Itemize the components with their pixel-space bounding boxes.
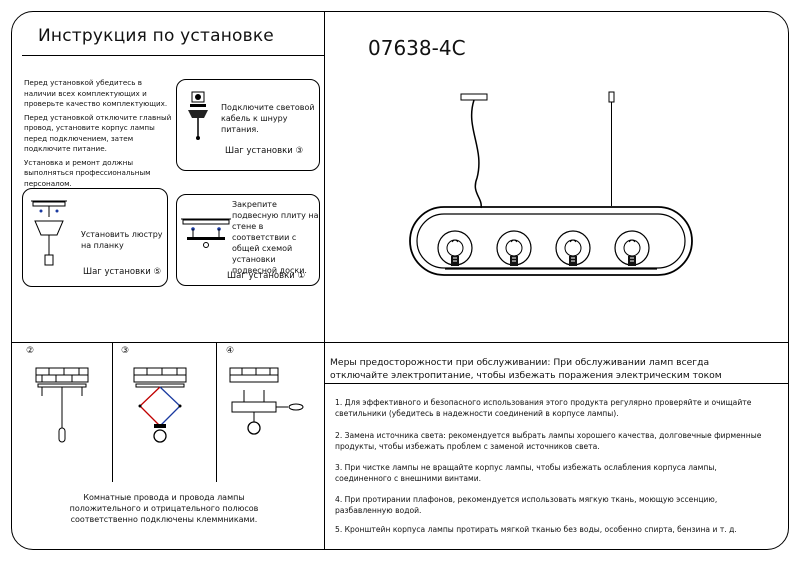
diagram-marker-3: ③ <box>121 346 130 356</box>
product-drawing <box>409 91 693 276</box>
intro-p3: Установка и ремонт должны выполняться пр… <box>24 157 151 188</box>
page-title: Инструкция по установке <box>38 26 274 46</box>
bulb-4 <box>614 230 650 266</box>
diagram-marker-2: ② <box>26 346 35 356</box>
bulb-3 <box>555 230 591 266</box>
wiring-note: Комнатные провода и провода лампы положи… <box>69 493 259 524</box>
step-5-text: Установить люстру на планку <box>81 230 163 250</box>
chandelier-mount-illustration <box>31 200 67 266</box>
diagram-divider-2 <box>216 342 217 482</box>
care-item-3: 3. При чистке лампы не вращайте корпус л… <box>335 463 717 483</box>
model-number: 07638-4C <box>368 36 466 60</box>
page-frame <box>11 11 789 550</box>
lower-section-divider <box>12 342 789 343</box>
step-5-label: Шаг установки ⑤ <box>83 267 162 277</box>
ceiling-plate-illustration <box>181 218 231 248</box>
wiring-diagram-4 <box>229 367 304 435</box>
care-item-5: 5. Кронштейн корпуса лампы протирать мяг… <box>335 525 737 534</box>
intro-text: Перед установкой убедитесь в наличии все… <box>24 78 174 189</box>
right-edge-tick <box>788 68 789 69</box>
lower-center-divider <box>324 342 325 549</box>
step-3-text: Подключите световой кабель к шнуру питан… <box>221 103 315 134</box>
wiring-diagram-3 <box>133 367 187 443</box>
bulb-1 <box>437 230 473 266</box>
care-title: Меры предосторожности при обслуживании: … <box>330 357 722 381</box>
step-1-text: Закрепите подвесную плиту на стене в соо… <box>232 200 319 275</box>
connector-illustration <box>188 91 208 140</box>
care-item-1: 1. Для эффективного и безопасного исполь… <box>335 398 752 418</box>
diagram-marker-4: ④ <box>226 346 235 356</box>
care-item-4: 4. При протирании плафонов, рекомендуетс… <box>335 495 718 515</box>
step-5-box: Установить люстру на планку Шаг установк… <box>22 188 168 287</box>
step-1-box: Закрепите подвесную плиту на стене в соо… <box>176 194 320 286</box>
wiring-diagram-2 <box>35 367 89 443</box>
step-3-label: Шаг установки ③ <box>225 146 304 156</box>
bulb-2 <box>496 230 532 266</box>
title-divider <box>22 55 324 56</box>
diagram-divider-1 <box>112 342 113 482</box>
intro-p1: Перед установкой убедитесь в наличии все… <box>24 78 168 108</box>
care-divider <box>325 383 789 384</box>
step-1-label: Шаг установки ① <box>227 271 306 281</box>
step-3-box: Подключите световой кабель к шнуру питан… <box>176 79 320 171</box>
intro-p2: Перед установкой отключите главный прово… <box>24 112 172 154</box>
center-divider <box>324 12 325 342</box>
care-item-2: 2. Замена источника света: рекомендуется… <box>335 431 762 451</box>
